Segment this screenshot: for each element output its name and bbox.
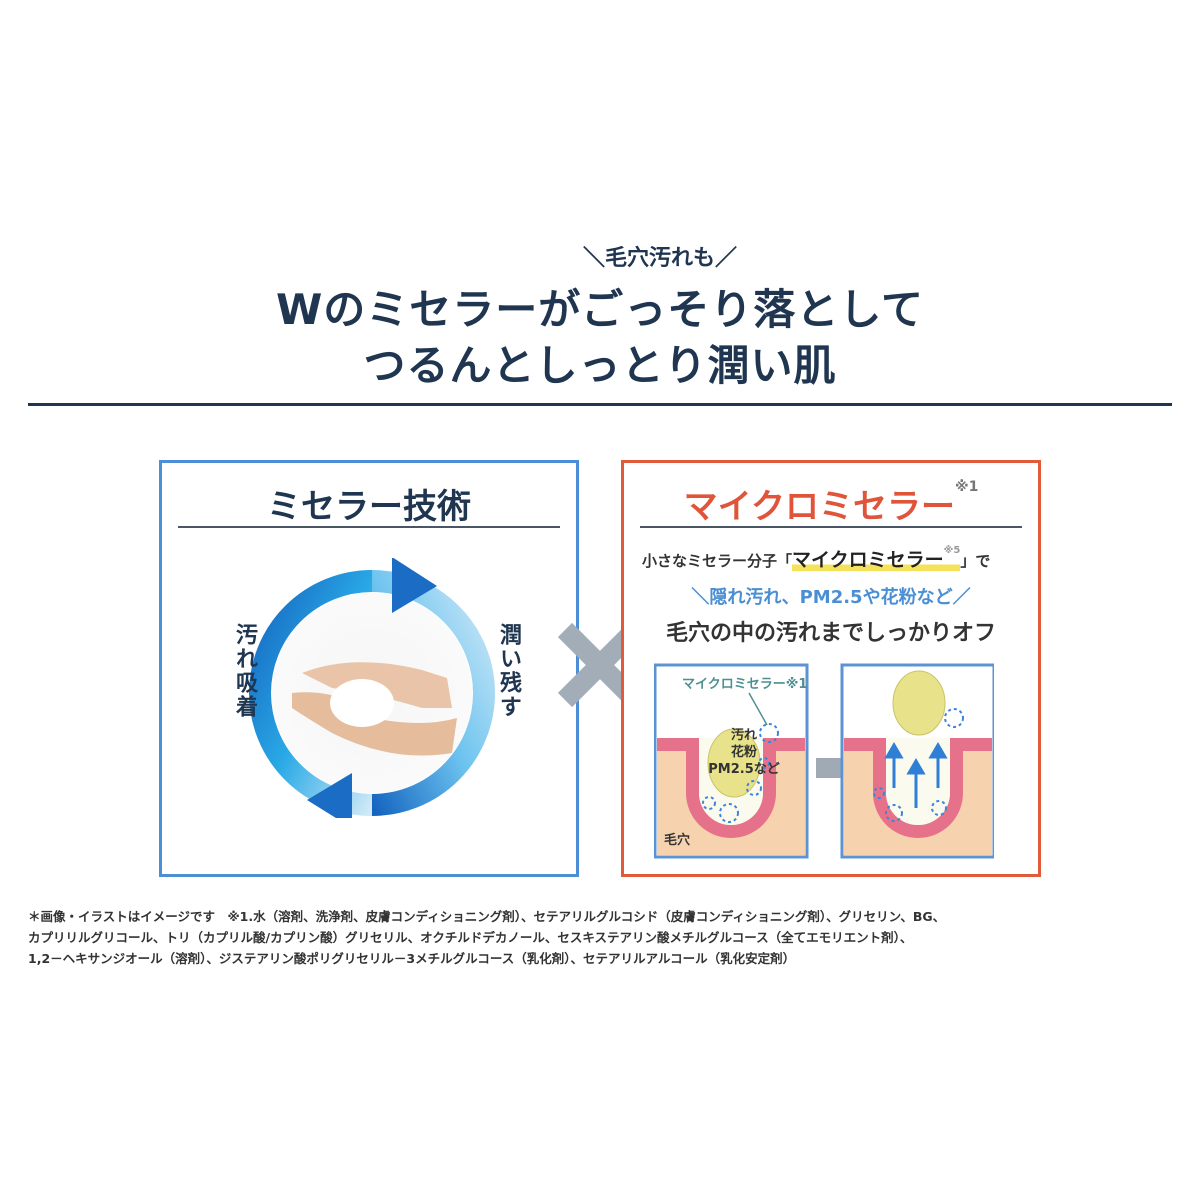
micelle-technology-panel: ミセラー技術 汚れ吸着 潤い残す — [159, 460, 579, 877]
pm25-label: PM2.5など — [708, 762, 780, 777]
cycle-arrows-illustration — [248, 558, 496, 818]
subheading: ＼毛穴汚れも／ — [582, 246, 737, 271]
headline-line-1: Wのミセラーがごっそり落として — [275, 285, 925, 334]
highlight-note: ※5 — [943, 545, 961, 556]
panel-divider — [640, 526, 1022, 528]
highlight-text: マイクロミセラー — [792, 549, 944, 571]
title-note: ※1 — [954, 479, 979, 495]
intro-prefix: 小さなミセラー分子「 — [642, 552, 793, 570]
footnote-line: ＊画像・イラストはイメージです ※1.水（溶剤、洗浄剤、皮膚コンディショニング剤… — [28, 909, 946, 924]
headline-line-2: つるんとしっとり潤い肌 — [363, 341, 837, 390]
intro-suffix: 」で — [960, 552, 991, 570]
absorb-dirt-label: 汚れ吸着 — [232, 623, 257, 719]
pore-label: 毛穴 — [664, 833, 691, 848]
footnote-line: 1,2－ヘキサンジオール（溶剤）、ジステアリン酸ポリグリセリル－3メチルグルコー… — [28, 951, 796, 966]
pollen-label: 花粉 — [730, 745, 757, 760]
micelle-label: マイクロミセラー※1 — [682, 677, 808, 692]
pore-before-diagram — [654, 663, 994, 859]
subcopy: ＼隠れ汚れ、PM2.5や花粉など／ — [691, 587, 971, 608]
main-copy: 毛穴の中の汚れまでしっかりオフ — [665, 621, 996, 646]
footnote-line: カプリリルグリコール、トリ（カプリル酸/カプリン酸）グリセリル、オクチルドデカノ… — [28, 930, 913, 945]
footnotes: ＊画像・イラストはイメージです ※1.水（溶剤、洗浄剤、皮膚コンディショニング剤… — [28, 906, 1188, 969]
arrow-head-top — [392, 558, 437, 613]
dirt-labels: 汚れ 花粉 PM2.5など — [704, 727, 784, 778]
dirt-label: 汚れ — [730, 728, 757, 743]
intro-highlight: マイクロミセラー※5 — [792, 545, 961, 571]
retain-moisture-label: 潤い残す — [496, 623, 521, 719]
panel-title: ミセラー技術 — [267, 487, 471, 527]
panel-title: マイクロミセラー※1 — [624, 479, 1038, 528]
panel-divider — [178, 526, 560, 528]
divider — [28, 403, 1172, 406]
arrow-head-bottom — [307, 773, 352, 818]
micro-micelle-panel: マイクロミセラー※1 小さなミセラー分子「マイクロミセラー※5」で ＼隠れ汚れ、… — [621, 460, 1041, 877]
panel-title-text: マイクロミセラー — [683, 487, 955, 527]
intro-text: 小さなミセラー分子「マイクロミセラー※5」で — [642, 545, 990, 572]
